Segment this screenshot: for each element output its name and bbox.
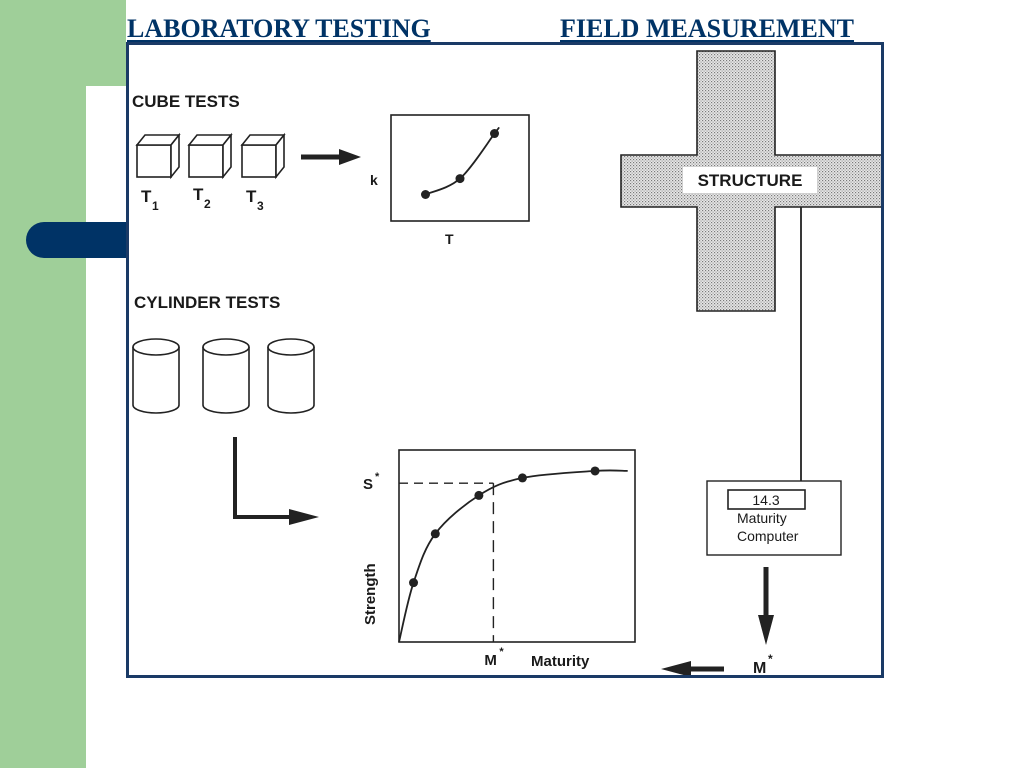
chart-k-ylabel: k [370,172,378,188]
side-accent-bar [0,0,86,768]
chart-k-point-1 [421,190,430,199]
svg-text:T: T [246,187,257,206]
accent-corner [86,86,126,126]
cube-3-icon [240,132,286,180]
output-to-chart-arrow [661,661,724,675]
diagram-canvas: CUBE TESTS T 1 T 2 T 3 k T CYLINDER TEST… [132,50,881,675]
computer-down-arrow [758,567,774,645]
chart-s-ylabel: Strength [362,563,379,625]
cylinder-2-icon [202,338,250,414]
cube-3-label: T 3 [246,187,264,213]
chart-s-point-2 [430,529,440,539]
chart-s-xlabel: Maturity [531,653,590,670]
field-measurement-heading: FIELD MEASUREMENT [560,14,854,43]
field-m-superscript: * [768,652,773,666]
chart-k-point-3 [490,129,499,139]
chart-s-ref-xlabel-sup: * [499,646,504,658]
chart-s-frame [398,449,636,643]
svg-text:1: 1 [152,199,159,213]
maturity-method-diagram: CUBE TESTS T 1 T 2 T 3 k T CYLINDER TEST… [126,42,884,678]
chart-s-point-5 [590,466,600,476]
cube-2-label: T 2 [193,185,211,211]
chart-k-point-2 [455,174,465,184]
maturity-display [727,489,806,510]
chart-s-point-1 [409,578,419,588]
chart-s-ref-xlabel: M [484,652,497,669]
chart-s-ref-ylabel-sup: * [375,471,380,483]
cube-to-graph-arrow [301,149,361,165]
strength-maturity-chart: Strength Maturity S*M* [362,449,636,670]
svg-text:2: 2 [204,197,211,211]
cylinder-3-icon [267,338,315,414]
rate-vs-temperature-chart: k T [370,114,530,247]
maturity-computer: 14.3 Maturity Computer [706,480,842,556]
chart-s-point-3 [474,490,484,500]
laboratory-testing-heading: LABORATORY TESTING [127,14,431,43]
cube-1-label: T 1 [141,187,159,213]
svg-text:3: 3 [257,199,264,213]
structure-cross: STRUCTURE [620,50,881,312]
maturity-computer-line2: Computer [737,528,799,544]
cylinder-1-icon [132,338,180,414]
structure-label: STRUCTURE [698,171,803,190]
cube-tests-title: CUBE TESTS [132,92,240,111]
structure-label-bg [683,167,817,193]
chart-s-ref-ylabel: S [363,476,373,493]
cylinder-tests-title: CYLINDER TESTS [134,293,280,312]
top-accent-bar [86,0,126,86]
svg-text:T: T [193,185,204,204]
chart-k-frame [390,114,530,222]
field-m-symbol: M [753,660,766,675]
cylinder-to-graph-arrow [233,437,319,525]
maturity-reading: 14.3 [752,492,779,508]
cube-2-icon [187,132,233,180]
maturity-computer-line1: Maturity [737,510,787,526]
chart-k-xlabel: T [445,231,454,247]
svg-text:T: T [141,187,152,206]
cube-1-icon [135,132,181,180]
chart-s-point-4 [517,473,527,483]
field-maturity-output: M * [753,652,773,675]
